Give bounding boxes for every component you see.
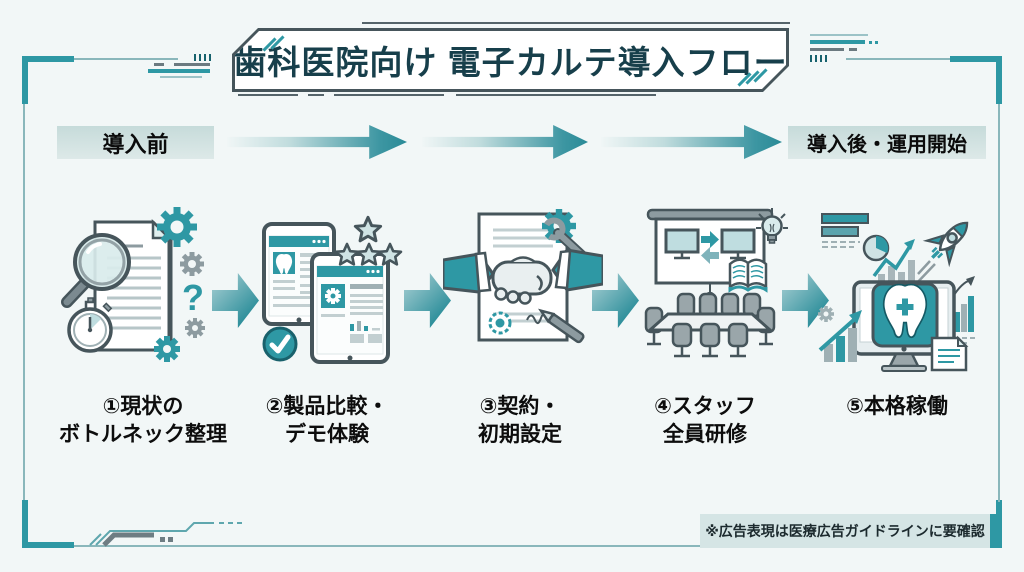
page-title: 歯科医院向け 電子カルテ導入フロー <box>233 44 788 81</box>
staff-training-illustration <box>644 208 788 358</box>
tablet-icon <box>310 252 390 364</box>
pie-chart-icon <box>862 234 890 262</box>
frame-bottom-left-bracket <box>22 542 74 548</box>
step-label-3-line-2: 初期設定 <box>478 422 562 446</box>
timeline-arrow-2 <box>422 125 588 159</box>
deco-lines-right <box>810 32 882 62</box>
pen-icon <box>538 308 585 344</box>
check-circle-icon <box>262 326 298 362</box>
monitor-icon <box>664 228 700 260</box>
gear-icon <box>325 288 341 304</box>
gear-icon <box>818 306 834 322</box>
deco-banner-dash-3 <box>334 94 444 96</box>
title-banner: 歯科医院向け 電子カルテ導入フロー <box>232 28 789 92</box>
step-label-1-line-1: ①現状の <box>102 395 184 418</box>
seal-icon <box>488 311 512 335</box>
step-label-5: ⑤本格稼働 <box>792 393 1002 421</box>
disclaimer-note: ※広告表現は医療広告ガイドラインに要確認 <box>700 514 996 548</box>
contract-initial-setup-illustration <box>443 209 603 344</box>
frame-top-left-bracket <box>22 56 74 62</box>
frame-top-right-bracket <box>950 56 1002 62</box>
report-document-icon <box>930 335 969 372</box>
gear-icon <box>180 252 204 276</box>
frame-top-left-line <box>74 58 178 60</box>
stopwatch-icon <box>67 297 113 353</box>
magnifier-icon <box>61 233 131 308</box>
current-state-analysis-illustration: ? <box>61 207 205 362</box>
rocket-icon <box>914 221 969 286</box>
frame-bottom-right-bracket-v <box>996 500 1002 548</box>
question-mark-icon: ? <box>182 277 204 318</box>
monitor-icon <box>720 228 756 260</box>
step-label-4-line-1: ④スタッフ <box>654 395 756 418</box>
step-label-3: ③契約・ 初期設定 <box>415 393 625 448</box>
rating-stars-icon <box>334 215 403 266</box>
mini-bar-chart-icon <box>350 321 380 331</box>
step-label-2-line-2: デモ体験 <box>285 422 369 446</box>
lightbulb-icon <box>756 208 788 244</box>
transfer-arrow-icon <box>701 231 719 248</box>
frame-bottom-left-bracket-v <box>22 500 28 548</box>
open-book-icon <box>728 258 768 293</box>
frame-top-right-bracket-v <box>996 56 1002 104</box>
meeting-chairs-icon <box>644 292 776 358</box>
deco-lines-left <box>146 52 216 82</box>
bar-chart-left-icon <box>818 310 862 362</box>
step-label-1-line-2: ボトルネック整理 <box>59 422 227 446</box>
deco-banner-topline <box>362 22 790 24</box>
deco-circuit-bottom <box>89 522 242 547</box>
transfer-arrow-icon <box>701 247 719 264</box>
title-banner-inner: 歯科医院向け 電子カルテ導入フロー <box>235 31 786 89</box>
step-label-1: ①現状の ボトルネック整理 <box>38 393 248 448</box>
deco-banner-dash-4 <box>456 94 656 96</box>
frame-top-left-bracket-v <box>22 56 28 104</box>
step-label-2-line-1: ②製品比較・ <box>265 395 389 418</box>
gear-icon <box>157 207 197 247</box>
step-label-4: ④スタッフ 全員研修 <box>600 393 810 448</box>
gear-icon <box>154 336 180 362</box>
step-label-3-line-1: ③契約・ <box>479 395 561 418</box>
deco-banner-dash-1 <box>238 94 298 96</box>
phase-label-after: 導入後・運用開始 <box>788 126 986 159</box>
gear-icon <box>185 318 205 338</box>
projection-screen-icon <box>646 208 774 303</box>
frame-bottom-line <box>74 545 952 547</box>
phase-label-before: 導入前 <box>57 126 214 159</box>
handshake-icon <box>443 248 603 305</box>
deco-banner-dash-2 <box>308 94 324 96</box>
frame-right-line <box>998 104 1000 502</box>
monitor-icon <box>852 280 956 372</box>
step-label-5-line-1: ⑤本格稼働 <box>846 395 948 418</box>
timeline-arrow-3 <box>601 125 782 159</box>
frame-left-line <box>23 104 25 502</box>
full-operation-launch-illustration <box>818 213 975 372</box>
frame-top-right-line <box>846 58 950 60</box>
step-label-4-line-2: 全員研修 <box>663 422 747 446</box>
horizontal-bars-icon <box>821 213 869 248</box>
timeline-arrow-1 <box>227 125 407 159</box>
step-label-2: ②製品比較・ デモ体験 <box>222 393 432 448</box>
medical-cross-icon <box>896 298 914 316</box>
product-comparison-demo-illustration <box>262 215 403 364</box>
